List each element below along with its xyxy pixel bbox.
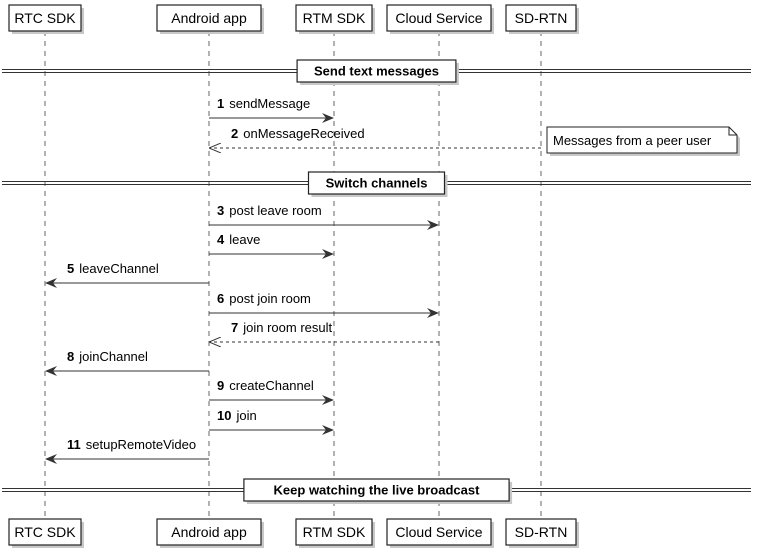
message-label: 3 post leave room [217,203,322,218]
participant-top-cloud: Cloud Service [386,4,494,34]
note-box [546,126,738,154]
divider-send-text-messages: Send text messages [2,59,751,85]
message-number: 3 [217,203,224,218]
divider-switch-channels: Switch channels [2,171,751,197]
participant-label: Android app [171,10,247,26]
message-leave: 4 leave [209,232,334,259]
participant-box [156,4,262,32]
participant-bottom-app: Android app [156,518,264,548]
message-text: joinChannel [78,349,148,364]
participant-bottom-rtm: RTM SDK [295,518,375,548]
message-leavechannel: 5 leaveChannel [45,261,209,288]
message-text: onMessageReceived [243,126,364,141]
participant-box [8,4,82,32]
participant-label: Cloud Service [395,10,482,26]
participant-label: RTM SDK [303,524,366,540]
participant-top-rtc: RTC SDK [8,4,84,34]
message-number: 8 [67,349,74,364]
message-number: 10 [217,408,231,423]
participant-bottom-rtc: RTC SDK [8,518,84,548]
message-label: 10 join [217,408,257,423]
note-messages-from-a-peer-user: Messages from a peer user [546,126,740,156]
divider-keep-watching-the-live-broadcast: Keep watching the live broadcast [2,478,751,504]
message-sendmessage: 1 sendMessage [209,96,334,123]
message-text: sendMessage [229,96,310,111]
participant-box [386,4,492,32]
message-onmessagereceived: 2 onMessageReceived [210,126,541,148]
message-joinchannel: 8 joinChannel [45,349,209,376]
divider-label: Keep watching the live broadcast [274,483,481,498]
participant-top-rtm: RTM SDK [295,4,375,34]
participant-box [295,4,373,32]
note-label: Messages from a peer user [553,133,712,148]
participant-label: SD-RTN [515,10,568,26]
participant-label: Android app [171,524,247,540]
divider-label: Switch channels [326,176,428,191]
message-number: 5 [67,261,74,276]
participant-box [386,518,492,546]
message-label: 9 createChannel [217,378,314,393]
message-text: createChannel [229,378,314,393]
message-post-leave-room: 3 post leave room [209,203,439,230]
participant-top-sdrtn: SD-RTN [505,4,579,34]
message-createchannel: 9 createChannel [209,378,334,405]
message-text: leave [229,232,260,247]
message-post-join-room: 6 post join room [209,291,439,318]
participant-top-app: Android app [156,4,264,34]
divider-label: Send text messages [314,64,439,79]
participant-bottom-cloud: Cloud Service [386,518,494,548]
participant-box [8,518,82,546]
note-fold [728,127,737,136]
message-number: 6 [217,291,224,306]
message-number: 7 [231,320,238,335]
divider-box [243,478,510,502]
message-text: post leave room [229,203,322,218]
message-text: post join room [229,291,311,306]
message-number: 9 [217,378,224,393]
participant-label: RTC SDK [14,10,76,26]
message-label: 8 joinChannel [67,349,148,364]
message-text: setupRemoteVideo [86,437,196,452]
message-number: 11 [67,437,81,452]
participant-box [295,518,373,546]
message-label: 7 join room result [231,320,332,335]
message-label: 11 setupRemoteVideo [67,437,196,452]
message-label: 4 leave [217,232,260,247]
message-join: 10 join [209,408,334,435]
participant-box [505,518,577,546]
divider-box [296,59,457,83]
participant-bottom-sdrtn: SD-RTN [505,518,579,548]
message-label: 6 post join room [217,291,311,306]
message-number: 4 [217,232,225,247]
participant-label: RTM SDK [303,10,366,26]
divider-box [307,171,446,195]
message-text: leaveChannel [79,261,159,276]
message-text: join room result [242,320,332,335]
message-label: 1 sendMessage [217,96,310,111]
message-label: 2 onMessageReceived [231,126,365,141]
participant-label: RTC SDK [14,524,76,540]
message-number: 1 [217,96,224,111]
participant-label: Cloud Service [395,524,482,540]
message-text: join [235,408,256,423]
participant-box [156,518,262,546]
participant-label: SD-RTN [515,524,568,540]
message-setupremotevideo: 11 setupRemoteVideo [45,437,209,464]
message-join-room-result: 7 join room result [210,320,439,342]
participant-box [505,4,577,32]
message-number: 2 [231,126,238,141]
message-label: 5 leaveChannel [67,261,159,276]
